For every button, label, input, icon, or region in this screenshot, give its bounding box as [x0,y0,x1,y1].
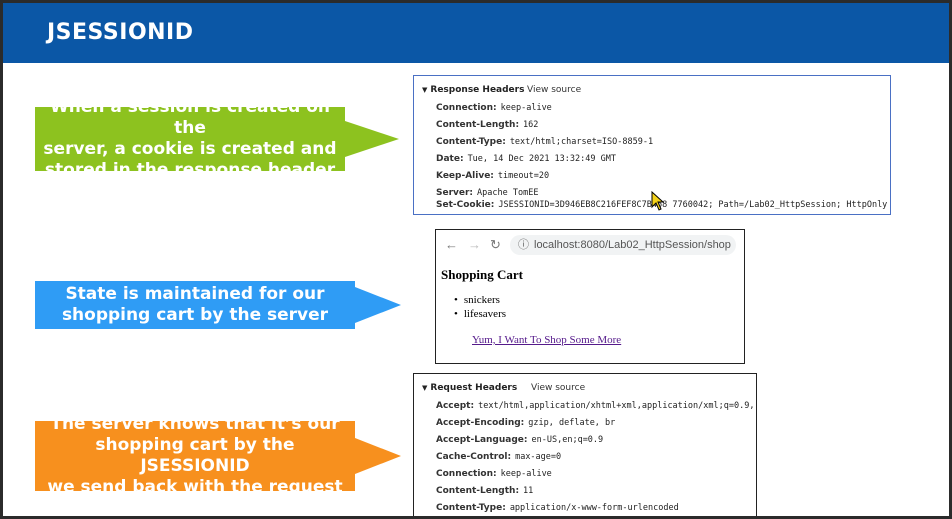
shop-more-link[interactable]: Yum, I Want To Shop Some More [472,334,622,346]
header-row: Server:Apache TomEE [436,188,538,198]
header-row: Content-Length:11 [436,486,533,496]
title-bar: JSESSIONID [3,3,949,63]
header-key: Content-Type: [436,503,506,513]
header-key: Server: [436,188,474,198]
header-key: Cache-Control: [436,452,512,462]
header-key: Accept: [436,401,475,411]
address-bar-url: localhost:8080/Lab02_HttpSession/shop [534,239,731,251]
mouse-cursor-icon [651,191,665,211]
arrow-right-icon [345,121,399,157]
header-value: gzip, deflate, br [528,418,616,428]
shopping-cart-heading: Shopping Cart [441,267,523,282]
address-bar[interactable]: ⓘ localhost:8080/Lab02_HttpSession/shop [510,235,736,255]
header-key: Accept-Language: [436,435,528,445]
callout-session-created: When a session is created on the server,… [35,97,345,180]
header-row: Date:Tue, 14 Dec 2021 13:32:49 GMT [436,154,616,164]
header-row: Connection:keep-alive [436,103,552,113]
callout-server-knows: The server knows that it’s our shopping … [35,414,355,497]
cart-items-list: snickers lifesavers [454,293,506,321]
header-key: Connection: [436,103,497,113]
header-value: keep-alive [500,469,552,479]
header-row: Accept:text/html,application/xhtml+xml,a… [436,401,754,411]
view-source-link[interactable]: View source [531,383,586,393]
header-value: JSESSIONID=3D946EB8C216FEF8C7B468 776004… [498,200,888,210]
header-value: Tue, 14 Dec 2021 13:32:49 GMT [467,154,616,164]
request-headers-title: Request Headers [430,383,518,393]
view-source-link[interactable]: View source [527,85,582,95]
header-key: Keep-Alive: [436,171,494,181]
header-value: text/html,application/xhtml+xml,applicat… [478,401,755,411]
callout-state-maintained: State is maintained for our shopping car… [35,281,355,329]
callout-server-knows-text: The server knows that it’s our shopping … [47,414,343,497]
header-row: Set-Cookie:JSESSIONID=3D946EB8C216FEF8C7… [436,200,887,210]
triangle-down-icon: ▼ [422,86,428,94]
header-value: 162 [523,120,539,130]
slide-title: JSESSIONID [47,20,194,45]
header-row: Cache-Control:max-age=0 [436,452,561,462]
header-key: Content-Length: [436,486,520,496]
request-headers-panel: ▼Request Headers View source Accept:text… [413,373,757,516]
header-value: application/x-www-form-urlencoded [509,503,679,513]
callout-state-maintained-text: State is maintained for our shopping car… [61,284,329,325]
browser-toolbar: ← → ↻ ⓘ localhost:8080/Lab02_HttpSession… [436,230,744,260]
header-row: Content-Type:application/x-www-form-urle… [436,503,679,513]
header-value: text/html;charset=ISO-8859-1 [509,137,654,147]
header-key: Date: [436,154,464,164]
header-row: Content-Length:162 [436,120,538,130]
header-row: Keep-Alive:timeout=20 [436,171,549,181]
forward-arrow-icon[interactable]: → [468,237,481,252]
header-key: Set-Cookie: [436,200,495,210]
arrow-right-icon [355,287,401,323]
header-value: Apache TomEE [477,188,539,198]
header-row: Connection:keep-alive [436,469,552,479]
response-headers-title: Response Headers [430,85,525,95]
header-value: timeout=20 [497,171,550,181]
header-value: max-age=0 [515,452,562,462]
header-row: Accept-Language:en-US,en;q=0.9 [436,435,603,445]
callout-session-created-text: When a session is created on the server,… [43,97,337,180]
reload-icon[interactable]: ↻ [490,237,501,252]
header-row: Accept-Encoding:gzip, deflate, br [436,418,615,428]
info-icon[interactable]: ⓘ [518,239,529,251]
header-value: keep-alive [500,103,552,113]
header-row: Content-Type:text/html;charset=ISO-8859-… [436,137,653,147]
header-key: Content-Type: [436,137,506,147]
slide: JSESSIONID When a session is created on … [3,3,949,516]
list-item: lifesavers [454,307,506,321]
arrow-right-icon [355,438,401,474]
header-key: Connection: [436,469,497,479]
header-value: 11 [523,486,534,496]
list-item: snickers [454,293,506,307]
header-value: en-US,en;q=0.9 [531,435,604,445]
back-arrow-icon[interactable]: ← [445,237,458,252]
request-headers-toggle[interactable]: ▼Request Headers [422,383,517,393]
header-key: Accept-Encoding: [436,418,525,428]
response-headers-toggle[interactable]: ▼Response Headers [422,85,524,95]
browser-window: ← → ↻ ⓘ localhost:8080/Lab02_HttpSession… [435,229,745,364]
triangle-down-icon: ▼ [422,384,428,392]
header-key: Content-Length: [436,120,520,130]
